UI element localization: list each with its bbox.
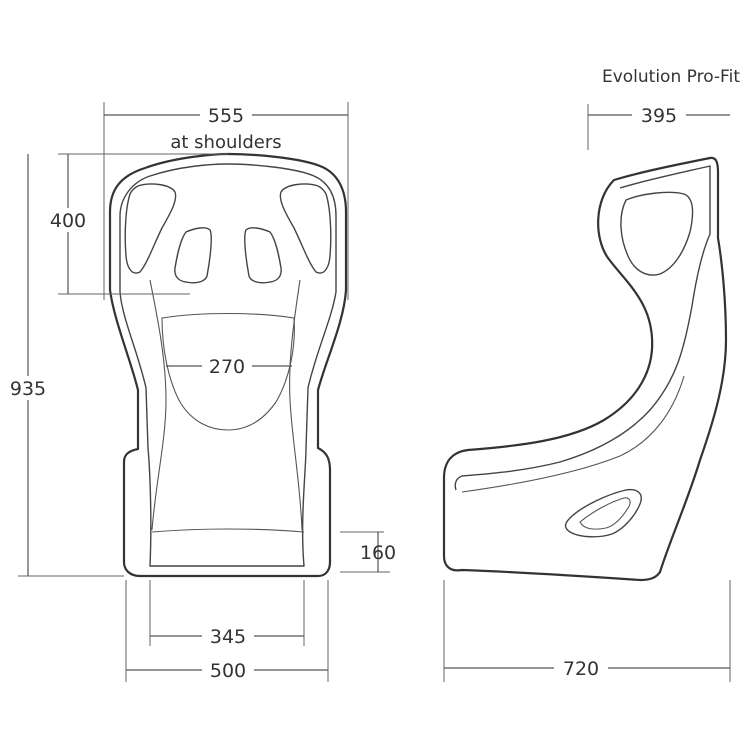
side-seat-bolster-line	[461, 375, 685, 493]
width-shoulders-value: 555	[208, 105, 244, 127]
lumbar-width-value: 270	[209, 356, 245, 378]
total-depth-value: 720	[563, 658, 599, 680]
headrest-depth-value: 395	[641, 105, 677, 127]
front-view-seat	[108, 152, 348, 578]
front-seat-left-center-slot	[174, 227, 212, 284]
front-seat-left-bolster	[149, 279, 167, 531]
side-seat-outer-shell	[442, 156, 728, 582]
head-height-value: 400	[50, 210, 86, 232]
side-seat-headrest-slot	[620, 191, 694, 276]
front-seat-left-shoulder-slot	[124, 183, 177, 274]
base-width-value: 500	[210, 660, 246, 682]
model-title: Evolution Pro-Fit	[602, 67, 740, 87]
front-seat-lumbar-panel	[161, 312, 295, 431]
front-seat-inner-rim	[119, 163, 337, 567]
cushion-height-value: 160	[360, 542, 396, 564]
side-seat-thigh-slot-inner	[579, 497, 631, 530]
side-view-labels: Evolution Pro-Fit 395 720	[554, 67, 740, 680]
front-view-dimensions	[18, 102, 390, 682]
side-view-seat	[442, 156, 728, 582]
side-view-dimensions	[443, 104, 731, 682]
total-height-value: 935	[10, 378, 46, 400]
front-seat-right-shoulder-slot	[279, 183, 332, 274]
width-shoulders-note: at shoulders	[170, 132, 281, 153]
side-seat-thigh-slot	[564, 488, 642, 538]
front-seat-cushion-top	[151, 528, 305, 533]
inner-base-width-value: 345	[210, 626, 246, 648]
front-seat-right-center-slot	[244, 227, 282, 284]
side-seat-inner-edge	[454, 165, 711, 491]
front-seat-outer-shell	[108, 152, 348, 578]
front-view-labels: 555 at shoulders 400 935 270 160 345 500	[4, 102, 396, 682]
